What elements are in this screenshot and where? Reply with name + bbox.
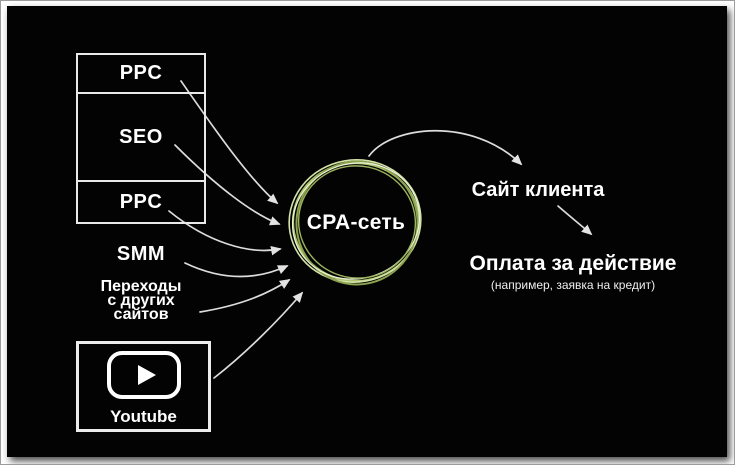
channel-smm-label: SMM <box>116 243 166 265</box>
channel-referrals-label: Переходы с других сайтов <box>74 278 208 323</box>
client-site-label: Сайт клиента <box>471 179 605 201</box>
youtube-label: Youtube <box>110 407 177 426</box>
channel-ppc-bottom-label: PPC <box>119 190 163 213</box>
channel-ppc-top: PPC <box>78 55 204 92</box>
youtube-box: Youtube <box>76 341 211 432</box>
channel-ppc-bottom: PPC <box>78 182 204 222</box>
channels-stack-box: PPC SEO PPC <box>76 53 206 224</box>
channel-seo: SEO <box>78 92 204 182</box>
payment-note: (например, заявка на кредит) <box>490 278 656 292</box>
youtube-play-icon <box>105 350 183 405</box>
referrals-line-2: с других <box>107 292 175 309</box>
channel-seo-label: SEO <box>119 125 163 148</box>
referrals-line-1: Переходы <box>100 278 182 295</box>
channel-ppc-top-label: PPC <box>119 62 163 84</box>
payment-title: Оплата за действие <box>469 252 677 275</box>
referrals-line-3: сайтов <box>113 306 169 323</box>
payment-block: Оплата за действие (например, заявка на … <box>463 252 683 292</box>
cpa-hub-label: CPA-сеть <box>306 211 406 234</box>
